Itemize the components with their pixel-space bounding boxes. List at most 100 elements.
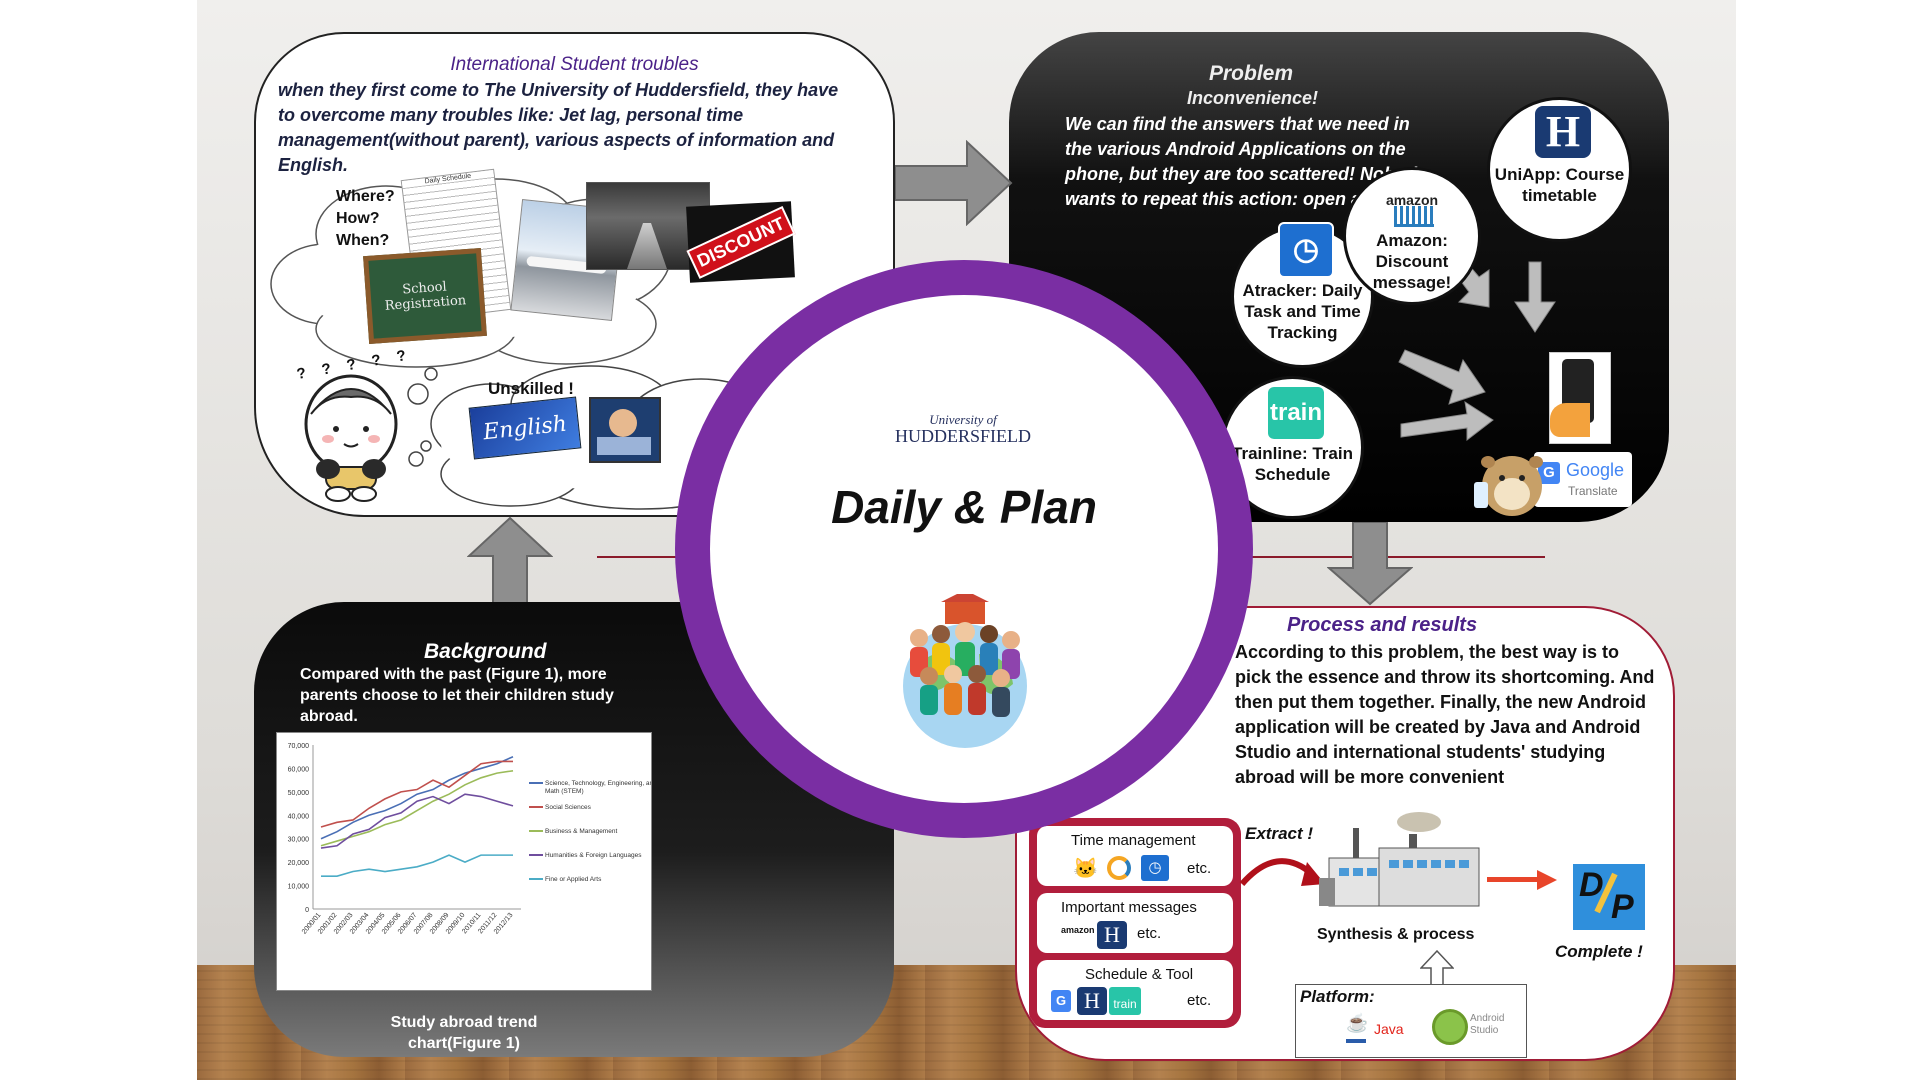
legend-label: Social Sciences	[545, 804, 592, 811]
amazon-logo: amazon	[1385, 192, 1439, 208]
extract-arrow	[1239, 858, 1325, 886]
university-name: HUDDERSFIELD	[894, 426, 1031, 446]
series-line	[320, 793, 514, 849]
schedule-tool-label: Schedule & Tool	[1085, 966, 1194, 983]
arrow-up	[467, 516, 553, 604]
features-box: Time management 🐱 ◷ etc. Important messa…	[1029, 818, 1241, 1028]
series-line	[320, 755, 514, 840]
schedule-tool-card: Schedule & Tool G H train etc.	[1037, 960, 1233, 1020]
google-translate-logo: G Google Translate	[1534, 452, 1632, 507]
platform-label: Platform:	[1300, 987, 1375, 1006]
arrow-right	[895, 140, 1013, 226]
cat-icon: 🐱	[1073, 858, 1098, 880]
legend-label: Science, Technology, Engineering, and	[545, 780, 651, 787]
where-text: Where?	[336, 188, 395, 205]
google-word: Google	[1566, 460, 1625, 480]
thought-bubbles-small	[407, 367, 438, 467]
y-tick-label: 20,000	[288, 860, 310, 867]
center-title: Daily & Plan	[831, 481, 1097, 533]
etc-1: etc.	[1187, 860, 1212, 877]
factory-icon	[1319, 812, 1480, 907]
uniapp-badge: H UniApp: Course timetable	[1487, 97, 1632, 242]
process-body: According to this problem, the best way …	[1235, 642, 1655, 787]
university-of: University of	[929, 412, 997, 427]
troubles-panel: International Student troubles when they…	[254, 32, 895, 517]
series-line	[321, 854, 513, 877]
phone-image	[1549, 352, 1611, 444]
etc-3: etc.	[1187, 992, 1212, 1009]
y-tick-label: 0	[305, 907, 309, 914]
time-management-card: Time management 🐱 ◷ etc.	[1037, 826, 1233, 886]
hamster-icon	[1474, 456, 1543, 516]
uniapp-logo: H	[1535, 106, 1591, 158]
amazon-badge: amazon Amazon: Discount message!	[1343, 167, 1481, 305]
cart-icon	[1394, 206, 1434, 227]
dp-p: P	[1611, 888, 1634, 926]
extract-label: Extract !	[1245, 824, 1314, 843]
h-small-icon-2: H	[1077, 987, 1107, 1015]
y-tick-label: 40,000	[288, 813, 310, 820]
legend-label: Humanities & Foreign Languages	[545, 852, 642, 859]
y-tick-label: 60,000	[288, 766, 310, 773]
synthesis-label: Synthesis & process	[1317, 926, 1475, 943]
atracker-icon: ◷	[1278, 222, 1334, 278]
y-tick-label: 10,000	[288, 884, 310, 891]
trainline-logo: train	[1268, 387, 1324, 439]
discount-sign: DISCOUNT	[685, 201, 796, 283]
java-cup-icon: ☕	[1346, 1013, 1368, 1043]
atracker-label: Atracker: Daily Task and Time Tracking	[1242, 281, 1363, 342]
chart-caption: Study abroad trend chart(Figure 1)	[390, 1014, 538, 1052]
english-text: English	[482, 411, 568, 445]
platform-box: Platform: ☕ Java Android Studio	[1295, 984, 1527, 1058]
y-tick-label: 30,000	[288, 837, 310, 844]
important-messages-label: Important messages	[1061, 899, 1197, 916]
amazon-small-icon: amazon	[1061, 925, 1095, 935]
when-text: When?	[336, 232, 390, 249]
g-small-icon: G	[1051, 990, 1071, 1012]
confused-student-character	[304, 374, 398, 502]
atracker-badge: ◷ Atracker: Daily Task and Time Tracking	[1231, 222, 1374, 368]
legend-label: Fine or Applied Arts	[545, 876, 602, 883]
legend-label-cont: Math (STEM)	[545, 788, 584, 795]
trainline-label: Trainline: Train Schedule	[1232, 444, 1353, 484]
android-studio-icon	[1432, 1009, 1468, 1045]
school-registration-board: School Registration	[363, 247, 487, 345]
discount-text: DISCOUNT	[685, 205, 796, 279]
legend-label: Business & Management	[545, 828, 617, 835]
problem-panel: Problem Inconvenience! We can find the a…	[1009, 32, 1669, 522]
series-line	[320, 760, 513, 828]
java-label: Java	[1374, 1021, 1404, 1037]
problem-subtitle: Inconvenience!	[1187, 88, 1319, 108]
dp-logo: D P	[1573, 864, 1645, 930]
uniapp-label: UniApp: Course timetable	[1494, 165, 1625, 205]
important-messages-card: Important messages amazon H etc.	[1037, 893, 1233, 953]
atracker-small-icon: ◷	[1141, 855, 1169, 881]
trend-chart: 70,00060,00050,00040,00030,00020,00010,0…	[288, 743, 658, 936]
series-line	[320, 769, 514, 847]
complete-label: Complete !	[1555, 942, 1643, 961]
g-logo: G	[1538, 462, 1560, 484]
troubles-title: International Student troubles	[450, 54, 699, 75]
troubles-body: when they first come to The University o…	[278, 80, 839, 175]
problem-body: We can find the answers that we need in …	[1065, 114, 1435, 209]
arrow-down	[1327, 522, 1413, 606]
problem-title: Problem	[1209, 62, 1294, 85]
translate-word: Translate	[1568, 484, 1618, 498]
amazon-label: Amazon: Discount message!	[1372, 231, 1452, 292]
y-tick-label: 70,000	[288, 743, 310, 750]
sleeping-person-image	[589, 397, 661, 463]
clock-icon	[1107, 856, 1131, 880]
poster: International Student troubles when they…	[197, 0, 1736, 1080]
how-text: How?	[336, 210, 380, 227]
process-title: Process and results	[1287, 614, 1478, 636]
background-title: Background	[424, 640, 547, 663]
students-globe-image	[903, 594, 1027, 748]
etc-2: etc.	[1137, 925, 1162, 942]
h-small-icon: H	[1097, 921, 1127, 949]
connector-line-right	[1237, 556, 1545, 558]
time-management-label: Time management	[1071, 832, 1196, 849]
background-body: Compared with the past (Figure 1), more …	[300, 666, 614, 725]
complete-arrow	[1487, 870, 1557, 890]
question-words: Where? How? When?	[336, 186, 395, 252]
